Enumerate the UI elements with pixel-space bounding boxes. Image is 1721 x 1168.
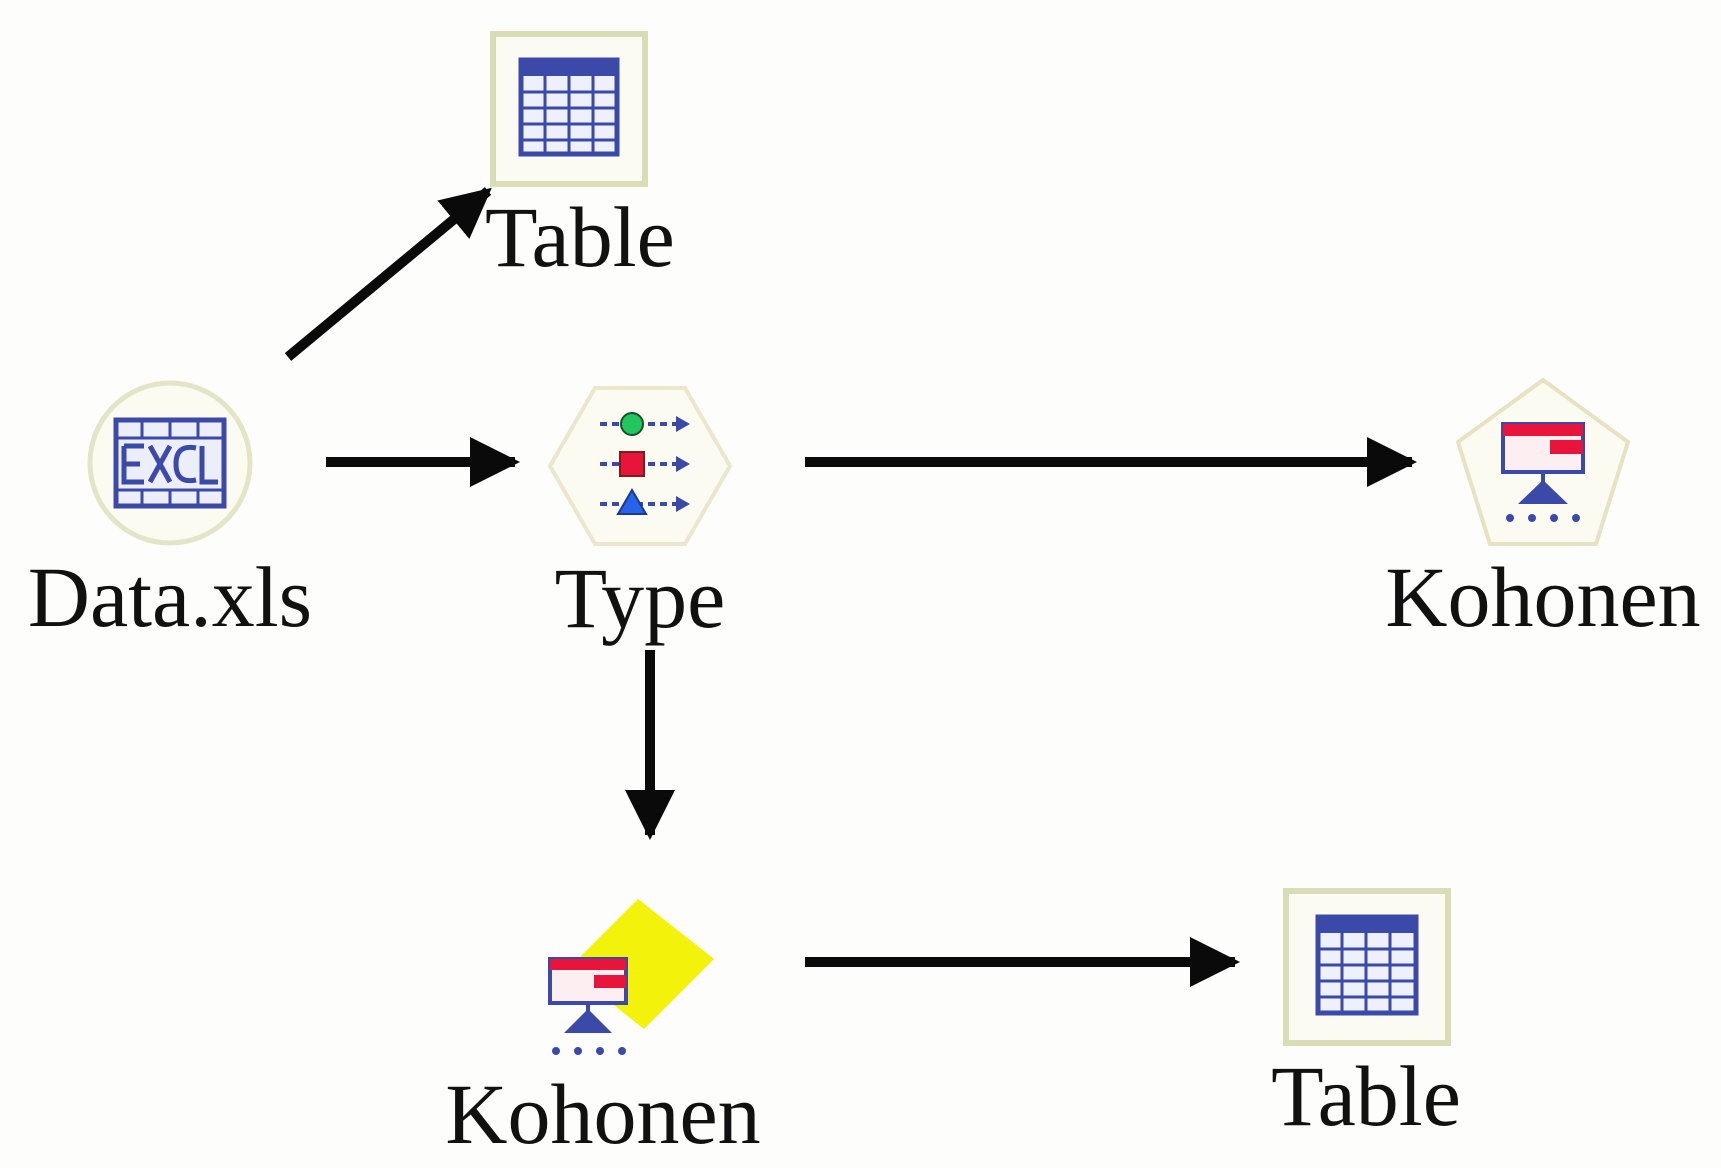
type-icon — [547, 386, 733, 546]
table-node-top[interactable]: Table — [485, 30, 675, 280]
connection-data-to-table[interactable] — [284, 187, 492, 361]
kohonen-model-icon — [1455, 377, 1631, 546]
data-source-node-label: Data.xls — [27, 549, 313, 645]
type-node[interactable]: Type — [540, 384, 740, 641]
table-icon — [1283, 888, 1451, 1046]
kohonen-nugget-node-label: Kohonen — [445, 1066, 761, 1162]
kohonen-nugget-node[interactable]: Kohonen — [438, 895, 768, 1157]
kohonen-model-node[interactable]: Kohonen — [1378, 376, 1708, 640]
table-node-bottom[interactable]: Table — [1266, 887, 1466, 1139]
type-node-label: Type — [554, 550, 726, 646]
excel-source-icon — [87, 380, 253, 546]
table-icon — [490, 31, 649, 187]
table-node-top-label: Table — [485, 189, 675, 285]
table-node-bottom-label: Table — [1271, 1048, 1461, 1144]
kohonen-model-node-label: Kohonen — [1385, 549, 1701, 645]
data-source-node[interactable]: Data.xls — [20, 378, 320, 640]
kohonen-nugget-icon — [548, 899, 714, 1055]
